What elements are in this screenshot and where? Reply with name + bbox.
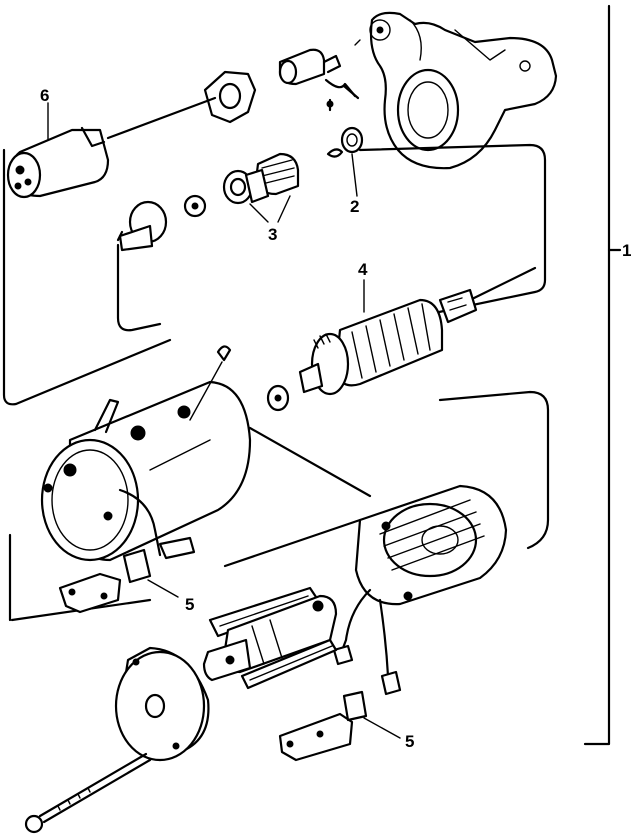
solenoid: [6, 96, 217, 199]
solenoid-plate: [203, 70, 257, 124]
field-frame: [40, 345, 252, 562]
callout-5-left: 5: [185, 595, 194, 614]
assembly-bracket: [583, 4, 622, 746]
callout-5-right: 5: [405, 732, 414, 751]
callout-2: 2: [350, 197, 359, 216]
brush-holder-right: [278, 690, 401, 762]
drive-end-bushing: [326, 126, 364, 197]
brush-holder-left: [58, 548, 179, 614]
armature: [298, 266, 537, 396]
callout-3: 3: [268, 225, 277, 244]
drive-pinion: [118, 152, 300, 252]
callout-6: 6: [40, 86, 49, 105]
commutator-end-plate: [114, 646, 210, 762]
thrust-washer: [266, 384, 290, 412]
drive-housing: [354, 11, 558, 170]
brush-assembly: [202, 586, 338, 690]
through-bolt: [24, 752, 152, 834]
assembly-outline-upper: [2, 143, 547, 406]
callout-4: 4: [358, 260, 368, 279]
callout-1: 1: [622, 241, 631, 260]
shift-lever: [278, 48, 360, 112]
commutator-end-frame: [332, 484, 508, 696]
